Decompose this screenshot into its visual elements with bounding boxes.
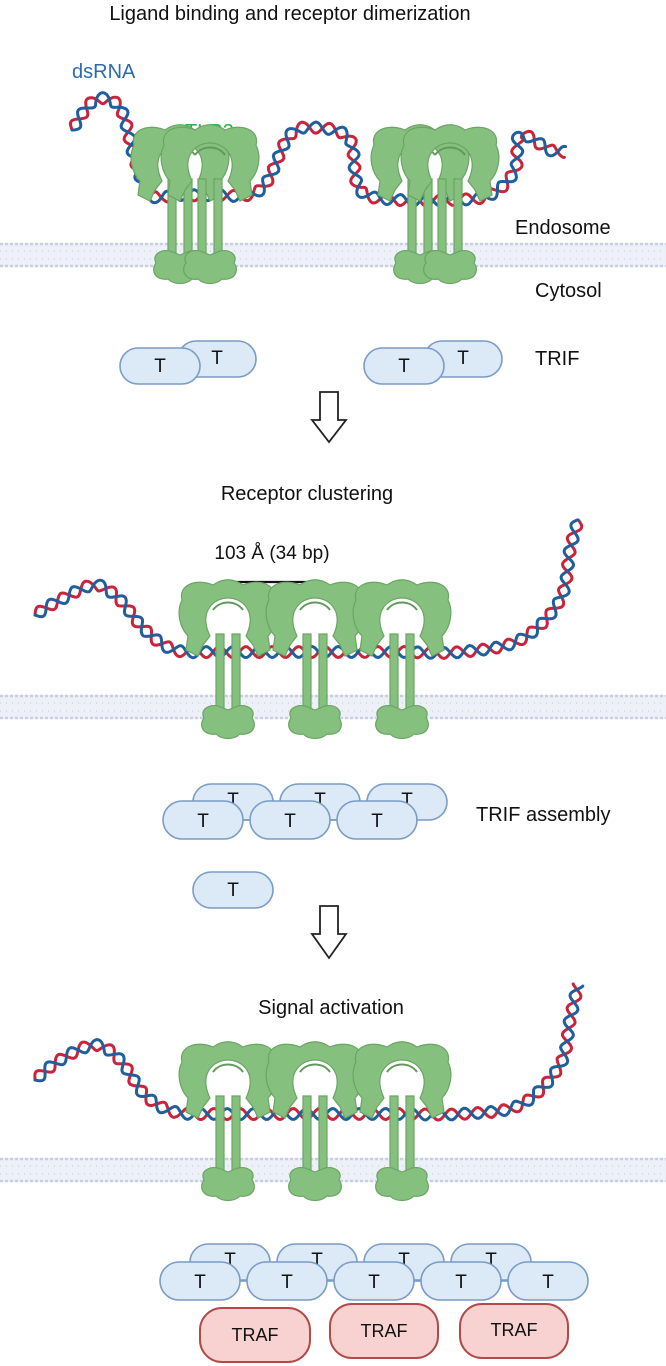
endosome-label: Endosome — [515, 217, 611, 239]
trif-pill: T — [162, 800, 244, 840]
svg-text:T: T — [197, 811, 209, 832]
membrane — [0, 242, 666, 268]
trif-pill: T — [336, 800, 418, 840]
trif-pill: T — [420, 1261, 502, 1301]
trif-pill: T — [507, 1261, 589, 1301]
trif-pill: T — [249, 800, 331, 840]
trif-pill: T — [363, 347, 445, 385]
dsrna-label: dsRNA — [72, 61, 136, 83]
traf-box: TRAF — [329, 1303, 439, 1359]
panel2-title: Receptor clustering — [221, 483, 393, 505]
cytosol-label: Cytosol — [535, 280, 602, 302]
svg-text:T: T — [154, 356, 166, 377]
spacing-label: 103 Å (34 bp) — [214, 543, 329, 564]
svg-text:T: T — [455, 1272, 467, 1293]
svg-text:T: T — [368, 1272, 380, 1293]
down-arrow-icon — [310, 391, 348, 444]
down-arrow-icon — [310, 905, 348, 960]
svg-text:TRAF: TRAF — [491, 1320, 538, 1340]
trif-pill: T — [119, 347, 201, 385]
traf-box: TRAF — [199, 1307, 311, 1363]
trif-pill: T — [159, 1261, 241, 1301]
panel1-title: Ligand binding and receptor dimerization — [109, 3, 470, 25]
trif-pill: T — [192, 871, 274, 909]
svg-text:T: T — [227, 880, 239, 901]
svg-text:T: T — [542, 1272, 554, 1293]
svg-text:T: T — [281, 1272, 293, 1293]
svg-text:T: T — [457, 348, 469, 369]
membrane — [0, 1157, 666, 1183]
svg-text:T: T — [194, 1272, 206, 1293]
trif-pill: T — [333, 1261, 415, 1301]
svg-text:TRAF: TRAF — [232, 1325, 279, 1345]
trif-pill: T — [246, 1261, 328, 1301]
svg-text:T: T — [211, 348, 223, 369]
trif-label: TRIF — [535, 348, 579, 370]
traf-box: TRAF — [459, 1303, 569, 1359]
svg-text:T: T — [371, 811, 383, 832]
trif-assembly-label: TRIF assembly — [476, 804, 610, 826]
svg-text:T: T — [398, 356, 410, 377]
svg-text:T: T — [284, 811, 296, 832]
svg-text:TRAF: TRAF — [361, 1321, 408, 1341]
panel3-title: Signal activation — [258, 997, 404, 1019]
